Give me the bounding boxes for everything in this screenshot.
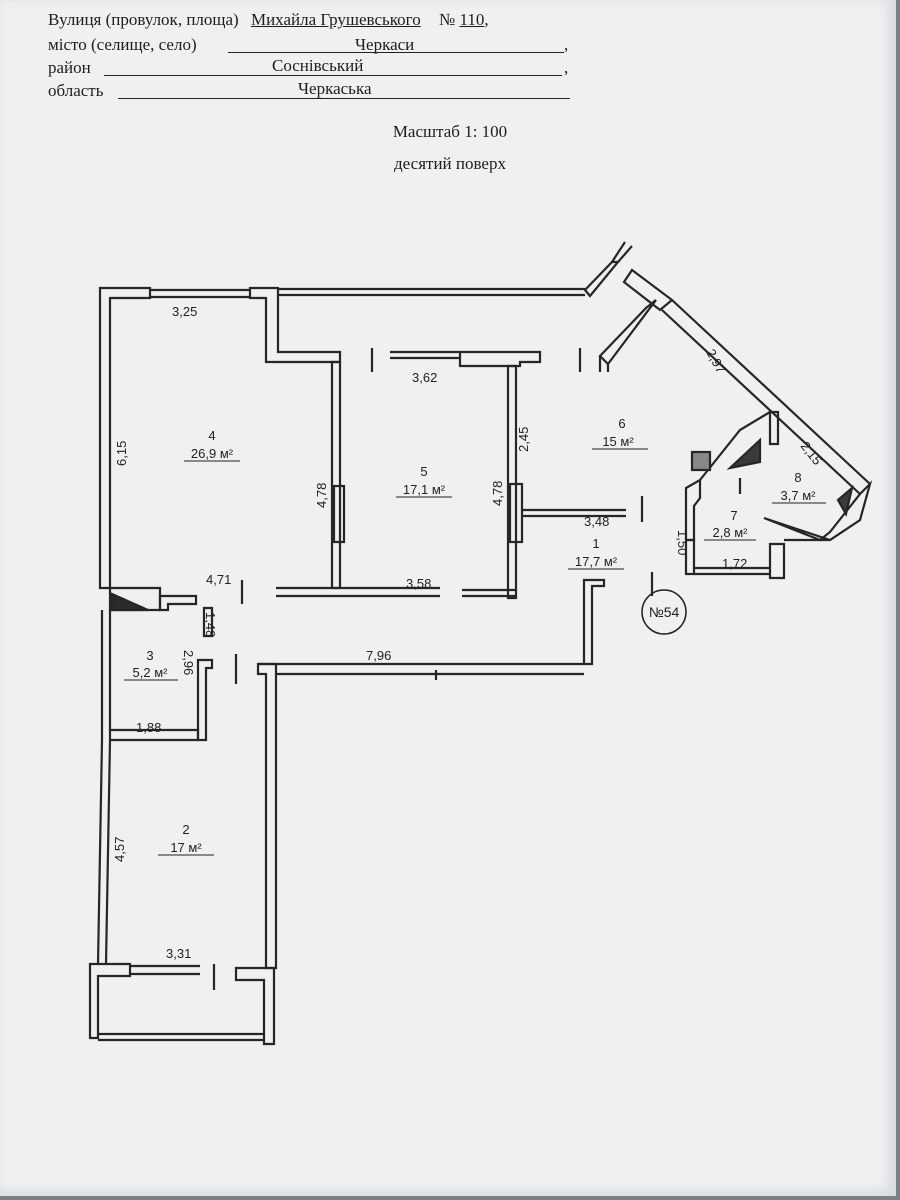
number-label: № (438, 10, 456, 29)
room-2-area: 17 м² (170, 840, 202, 855)
room-5-area: 17,1 м² (403, 482, 446, 497)
apartment-badge-circle (641, 589, 687, 635)
room-5-number: 5 (420, 464, 427, 479)
scale-label: Масштаб 1: 100 (392, 122, 508, 141)
room-1-area: 17,7 м² (575, 554, 618, 569)
dimension-2-15: 2,15 (798, 439, 825, 468)
room-7: 7 2,8 м² (704, 508, 756, 541)
dimension-3-58: 3,58 (406, 576, 431, 591)
room-7-number: 7 (730, 508, 737, 523)
room-8: 8 3,7 м² (772, 470, 826, 504)
district-underline (104, 75, 562, 76)
room-8-number: 8 (794, 470, 801, 485)
room-3-number: 3 (146, 648, 153, 663)
room-2-number: 2 (182, 822, 189, 837)
dimension-3-48: 3,48 (584, 514, 609, 529)
city-underline (228, 52, 564, 53)
city-value: Черкаси (355, 35, 415, 54)
district-value: Соснівський (272, 56, 364, 75)
dimension-1-72: 1,72 (722, 556, 747, 571)
room-6-number: 6 (618, 416, 625, 431)
room-7-area: 2,8 м² (713, 525, 749, 540)
dimension-2-97: 2,97 (703, 346, 728, 375)
floor-label: десятий поверх (394, 154, 506, 173)
dimension-3-62: 3,62 (412, 370, 437, 385)
district-row: район (48, 58, 91, 78)
room-6: 6 15 м² (592, 416, 648, 450)
room-2: 2 17 м² (158, 822, 214, 856)
dimension-4-57: 4,57 (112, 837, 127, 862)
dimension-3-25: 3,25 (172, 304, 197, 319)
city-label: місто (селище, село) (48, 35, 197, 54)
street-row: Вулиця (провулок, площа) Михайла Грушевс… (48, 10, 489, 29)
dimension-1-88: 1,88 (136, 720, 161, 735)
wall-room4-west (98, 286, 152, 590)
room-3-area: 5,2 м² (133, 665, 169, 680)
region-value: Черкаська (298, 79, 372, 98)
street-label: Вулиця (провулок, площа) (48, 10, 239, 29)
room-8-area: 3,7 м² (781, 488, 817, 503)
dimension-4-71: 4,71 (206, 572, 231, 587)
dimension-3-31: 3,31 (166, 946, 191, 961)
wall-room4-east-top (248, 286, 342, 364)
region-label: область (48, 81, 104, 100)
dimension-1-50: 1,50 (675, 530, 690, 555)
district-label: район (48, 58, 91, 77)
dimension-2-45: 2,45 (516, 427, 531, 452)
region-underline (118, 98, 570, 99)
room-5: 5 17,1 м² (396, 464, 452, 498)
room-4-number: 4 (208, 428, 215, 443)
room-6-area: 15 м² (602, 434, 634, 449)
room-1-number: 1 (592, 536, 599, 551)
room-4-area: 26,9 м² (191, 446, 234, 461)
number-value: 110 (459, 10, 485, 29)
dimension-4-78-a: 4,78 (314, 483, 329, 508)
room-4: 4 26,9 м² (184, 428, 240, 462)
dimension-4-78-b: 4,78 (490, 481, 505, 506)
dimension-6-15: 6,15 (114, 441, 129, 466)
dimension-2-96: 2,96 (181, 650, 196, 675)
dimension-1-48: 1,48 (203, 612, 218, 637)
dimension-7-96: 7,96 (366, 648, 391, 663)
room-1: 1 17,7 м² (568, 536, 624, 570)
region-row: область (48, 81, 103, 101)
room-3: 3 5,2 м² (124, 648, 178, 681)
apartment-badge: №54 (649, 604, 680, 620)
street-value: Михайла Грушевського (250, 10, 421, 29)
city-row: місто (селище, село) (48, 35, 197, 55)
